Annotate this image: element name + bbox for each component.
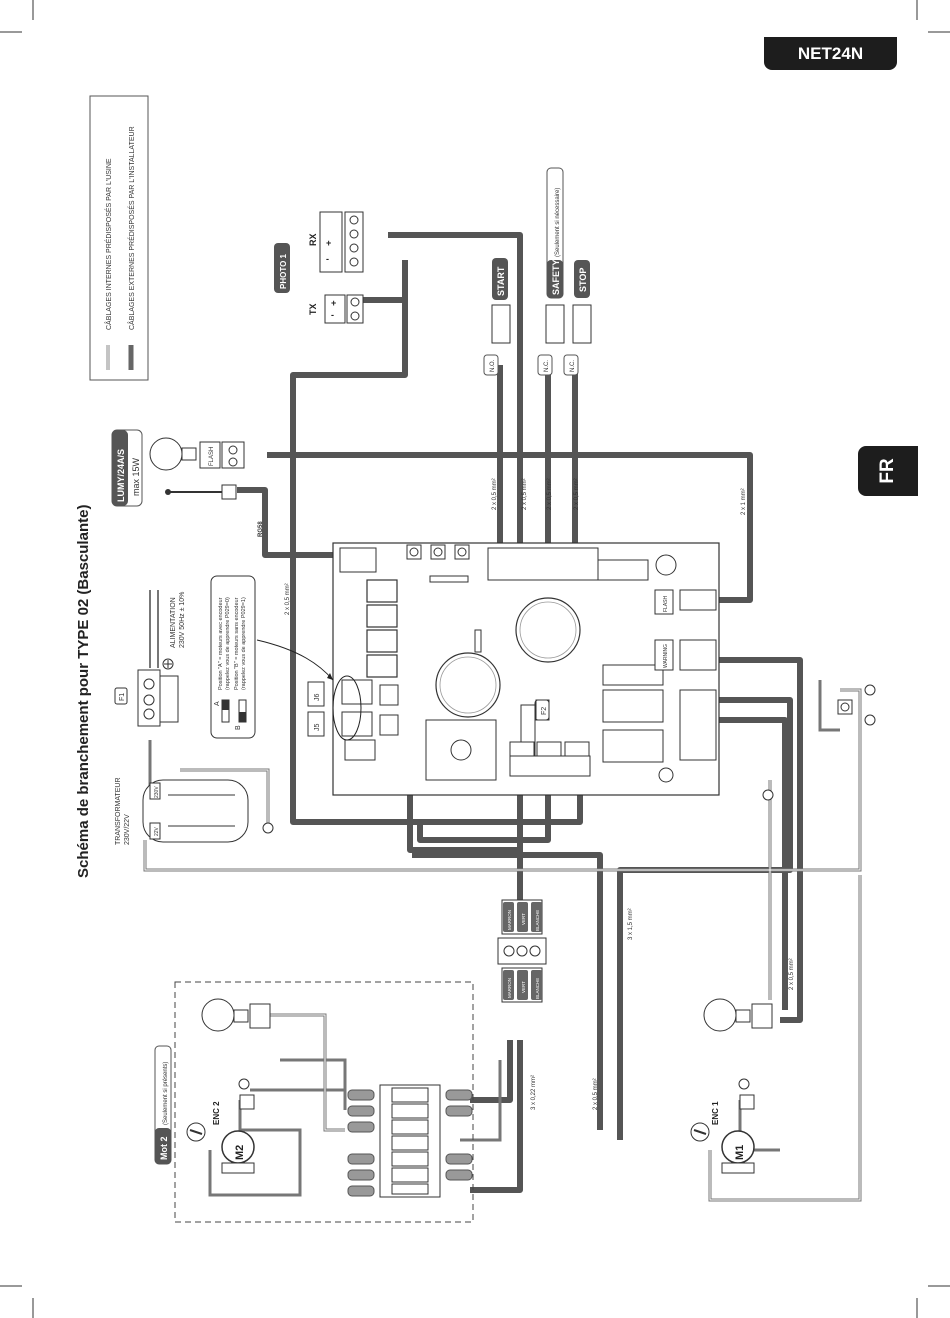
wire-safety: 2 x 0,5 mm² [547,478,553,510]
lumy-power: max 15W [131,457,141,496]
j6-label: J6 [314,694,321,702]
legend-factory-label: CÂBLAGES INTERNES PRÉDISPOSÉS PAR L'USIN… [104,158,113,330]
lumy-model: LUMY/24A/S [116,449,126,502]
f1-label: F1 [119,693,126,701]
color-marron-top: MARRON [507,910,512,930]
board-buttons [406,544,470,560]
position-b: Position "B" = moteurs sans encodeur [234,597,240,690]
rg58-label: RG58 [258,521,264,537]
photo-label-box [274,243,290,293]
transformer-secondary: 22V [154,826,160,836]
legend-box [89,95,149,381]
position-a: Position "A" = moteurs avec encodeur [218,597,224,690]
wire-start: 2 x 0,5 mm² [492,478,498,510]
photo-rx: + - [319,211,364,273]
safety-note: (Seulement si nécessaire) [555,188,561,257]
language-tab[interactable]: FR [858,446,918,496]
m1-flash-lamp [703,998,737,1032]
position-a-note: (rappelez vous de apprendre P029=0) [225,597,231,690]
encoder-connector [497,899,547,1003]
mains-cable [149,590,159,668]
start-label-box [492,258,508,300]
stop-label: STOP [578,268,588,292]
diagram-title: Schéma de branchement pour TYPE 02 (Basc… [75,505,92,878]
safety-nc-label: N.C. [544,360,550,372]
svg-text:-: - [331,310,334,320]
m2-terminal-block [347,1084,473,1198]
flash-lamp [149,437,245,471]
wire-m1-flash: 2 x 0,5 mm² [789,958,795,990]
color-marron-bottom: MARRON [507,978,512,998]
fuse-f2 [535,699,550,721]
wire-m2-flash: 2 x 0,5 mm² [593,1078,599,1110]
mot2-region [174,981,474,1223]
color-blanche-top: BLANCHE [535,910,540,931]
color-vert-top: VERT [521,913,526,925]
alimentation-spec: 230V 50Hz ± 10% [179,592,186,648]
enc2-label: ENC 2 [212,1101,221,1125]
stop-nc-label: N.C. [570,360,576,372]
transformer-spec: 230V/22V [124,814,131,845]
motor-2 [186,1122,255,1174]
capacitor-2 [515,597,581,663]
alimentation-label: ALIMENTATION [170,597,177,648]
start-no-label: N.O. [490,359,496,372]
j5-label: J5 [314,724,321,732]
motor-1 [690,1122,755,1174]
wire-photo-tx: 2 x 0,5 mm² [285,583,291,615]
mot2-label: Mot 2 [159,1137,169,1161]
ground-icons [238,684,876,1090]
stop-label-box [574,260,590,298]
jumper-b-label: B [235,725,242,730]
legend-installer-label: CÂBLAGES EXTERNES PRÉDISPOSÉS PAR L'INST… [127,126,136,330]
wire-stop: 2 x 0,5 mm² [574,478,580,510]
control-board [307,542,720,796]
encoder-note-box [210,575,256,739]
warning-board-label: WARNING [663,644,669,668]
wire-encoder: 3 x 0,22 mm² [531,1075,537,1110]
mot2-note: (Seulement si présents) [163,1062,169,1125]
position-b-note: (rappelez vous de apprendre P029=1) [241,597,247,690]
rx-label: RX [308,233,318,246]
m2-label: M2 [234,1145,246,1160]
svg-text:-: - [326,254,329,264]
m1-label: M1 [734,1145,746,1160]
installer-wires [237,232,803,1193]
fuse-f1 [114,687,128,705]
svg-text:+: + [331,298,336,308]
photo-label: PHOTO 1 [279,253,288,289]
safety-label: SAFETY [551,259,561,295]
relay-2 [602,729,664,763]
board-transformer [425,719,497,781]
color-vert-bottom: VERT [521,981,526,993]
m2-flash-lamp [201,998,235,1032]
color-blanche-bottom: BLANCHE [535,978,540,999]
transformer-primary: 230V [154,786,160,798]
relay-1 [602,689,664,723]
flash-board-label: FLASH [663,595,669,612]
jumper-a-label: A [214,701,221,706]
enc1-label: ENC 1 [711,1101,720,1125]
transformer-label: TRANSFORMATEUR [115,777,122,845]
photo-tx: + - [324,294,364,324]
wire-motor: 3 x 1,5 mm² [628,908,634,940]
wire-flash: 2 x 1 mm² [741,488,747,515]
tx-label: TX [308,303,318,315]
push-buttons [491,304,592,344]
start-label: START [496,266,506,296]
seven-segment-display [366,579,398,678]
flash-lamp-label: FLASH [209,447,215,466]
wire-photo-rx: 2 x 0,5 mm² [522,478,528,510]
capacitor-1 [435,652,501,718]
svg-text:+: + [326,238,331,248]
mains-terminal [137,658,179,727]
model-badge: NET24N [764,37,897,70]
f2-label: F2 [541,707,548,715]
